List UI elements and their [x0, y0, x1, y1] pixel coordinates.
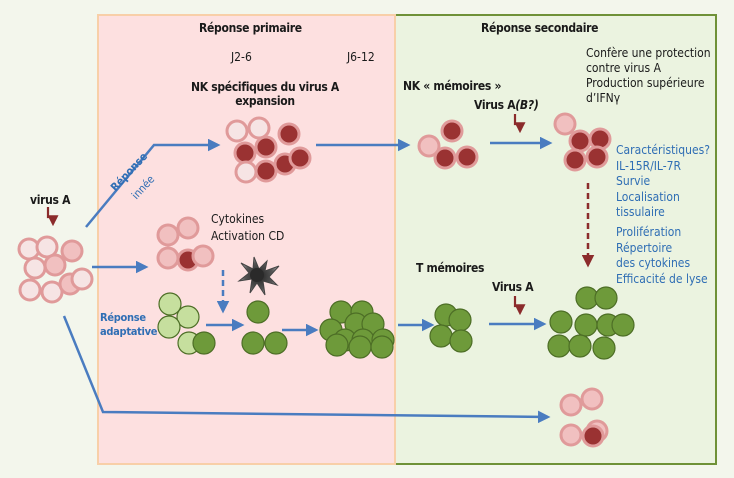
nk-specific-label: NK spécifiques du virus A expansion [185, 80, 345, 108]
memory-nk-cell [433, 146, 457, 170]
unprimed-nk-cell [581, 424, 605, 448]
recall-nk-cell [585, 145, 609, 169]
recall-t-cell [547, 334, 571, 358]
cytokine-nk-cell [191, 244, 215, 268]
memory-nk-cell [417, 134, 441, 158]
primary-response-title: Réponse primaire [199, 21, 302, 35]
characteristic-item: Caractéristiques? [616, 143, 711, 157]
characteristic-item: IL-15R/IL-7R [616, 158, 681, 173]
characteristic-item: tissulaire [616, 205, 665, 219]
naive-t-cell [157, 315, 181, 339]
t-memory-label: T mémoires [416, 261, 485, 275]
expanded-t-cell [370, 335, 394, 359]
cytokines-label: Cytokines Activation CD [211, 212, 284, 243]
expanded-nk-cell [277, 122, 301, 146]
expanded-t-cell [348, 335, 372, 359]
naive-nk-cell [18, 278, 42, 302]
no-memory-arrow [62, 315, 551, 424]
secondary-response-title: Réponse secondaire [481, 21, 599, 35]
recall-t-cell [594, 286, 618, 310]
naive-nk-cell [43, 253, 67, 277]
functions-list: Prolifération Répertoire des cytokines E… [616, 225, 708, 287]
virus-a-b-question: (B?) [515, 98, 539, 112]
secondary-response-panel [396, 14, 717, 465]
characteristic-item: Localisation [616, 189, 680, 204]
adaptive-response-label: Réponse adaptative [100, 311, 158, 339]
function-item: Prolifération [616, 225, 682, 239]
function-item: des cytokines [616, 256, 691, 270]
expanded-nk-cell [254, 135, 278, 159]
memory-t-cell [429, 324, 453, 348]
expanded-nk-cell [233, 141, 257, 165]
protection-note: contre virus A [586, 61, 661, 75]
timepoint-late: J6-12 [347, 50, 375, 64]
protection-note: Production supérieure [586, 76, 705, 90]
nk-specific-line2: expansion [235, 94, 295, 108]
memory-t-cell [449, 329, 473, 353]
dendritic-cell-icon [237, 256, 280, 296]
virus-a-b-label: Virus A(B?) [474, 98, 539, 112]
naive-nk-cell [70, 267, 94, 291]
recall-nk-cell [568, 129, 592, 153]
recall-t-cell [574, 313, 598, 337]
characteristics-list: Caractéristiques? IL-15R/IL-7R Survie Lo… [616, 143, 710, 221]
naive-t-cell [192, 331, 216, 355]
nk-memory-label: NK « mémoires » [403, 79, 502, 93]
cytokine-nk-cell [156, 246, 180, 270]
naive-t-cell [176, 305, 200, 329]
cytokine-nk-cell [156, 223, 180, 247]
virus-a-b-text: Virus A [474, 98, 516, 112]
virus-a-t-label: Virus A [492, 280, 534, 294]
activated-t-cell [264, 331, 288, 355]
naive-nk-cell [60, 239, 84, 263]
recall-t-cell [611, 313, 635, 337]
characteristic-item: Survie [616, 174, 651, 188]
unprimed-nk-cell [559, 393, 583, 417]
virus-a-b-bolt-icon [513, 114, 526, 134]
memory-nk-cell [440, 119, 464, 143]
recall-nk-cell [563, 148, 587, 172]
activated-t-cell [241, 331, 265, 355]
primary-response-panel [97, 14, 396, 465]
protection-note: Confère une protection [586, 46, 711, 60]
recall-nk-cell [553, 112, 577, 136]
adaptive-response-line2: adaptative [100, 325, 158, 338]
recall-t-cell [592, 336, 616, 360]
adaptive-response-line1: Réponse [100, 311, 146, 324]
protection-note: d’IFNγ [586, 91, 621, 105]
expanded-nk-cell [225, 119, 249, 143]
innate-arrow [85, 138, 221, 228]
cytokine-nk-cell [176, 216, 200, 240]
timepoint-early: J2-6 [231, 50, 252, 64]
virus-a-t-bolt-icon [513, 296, 526, 316]
expanded-nk-cell [247, 116, 271, 140]
unprimed-nk-cell [559, 423, 583, 447]
memory-t-cell [448, 308, 472, 332]
expanded-nk-cell [254, 159, 278, 183]
naive-t-cell [158, 292, 182, 316]
cytokines-line1: Cytokines [211, 212, 265, 226]
protection-notes: Confère une protection contre virus A Pr… [586, 46, 711, 106]
naive-nk-cell [23, 256, 47, 280]
nk-specific-line1: NK spécifiques du virus A [190, 80, 339, 94]
expanded-nk-cell [234, 160, 258, 184]
expanded-t-cell [325, 333, 349, 357]
virus-a-label-left: virus A [30, 193, 71, 207]
virus-a-left-bolt-icon [46, 207, 59, 227]
unprimed-nk-cell [580, 387, 604, 411]
memory-nk-cell [455, 145, 479, 169]
recall-t-cell [568, 334, 592, 358]
expanded-nk-cell [288, 146, 312, 170]
function-item: Efficacité de lyse [616, 271, 708, 286]
cytokines-line2: Activation CD [211, 229, 285, 243]
recall-t-cell [549, 310, 573, 334]
activated-t-cell [246, 300, 270, 324]
function-item: Répertoire [616, 240, 673, 255]
